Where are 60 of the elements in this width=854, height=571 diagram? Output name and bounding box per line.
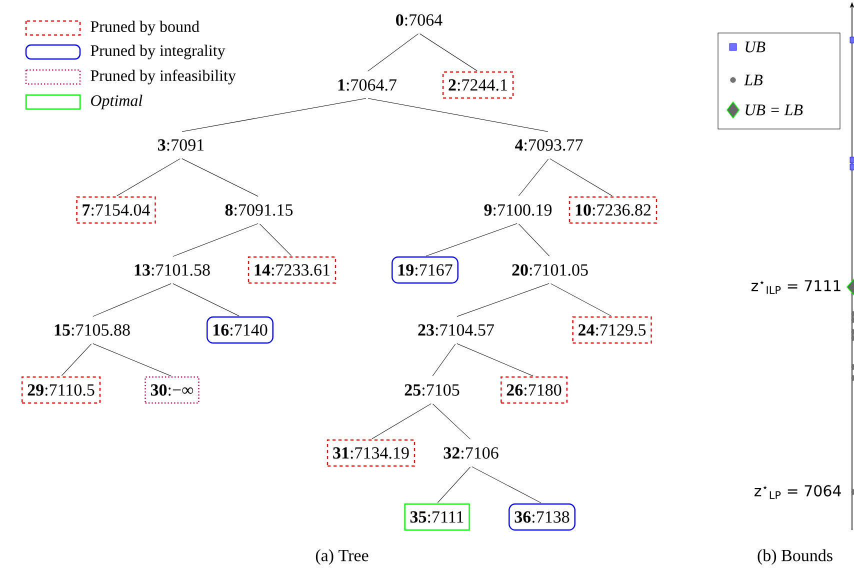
tree-edge [368, 98, 548, 132]
bound-label: z$^{⋆}$$_{ILP}$ = 7111 [751, 280, 840, 294]
tree-edge [432, 404, 471, 440]
pruned-bound-box: 7:7154.04 [76, 196, 156, 224]
pruned-infeasibility-box: 30:−∞ [144, 376, 200, 404]
tree-edge [432, 344, 456, 376]
tree-edge [172, 223, 258, 257]
tree-edge [437, 466, 471, 503]
node-label: 8:7091.15 [225, 204, 293, 216]
tree-edge [456, 343, 534, 376]
tree-edge [420, 34, 478, 72]
tree-edge [172, 283, 240, 316]
tree-edge [372, 403, 432, 440]
tree-edge [182, 158, 258, 197]
pruned-bound-box: 10:7236.82 [568, 196, 658, 224]
tree-edge [182, 98, 366, 132]
node-label: 9:7100.19 [484, 204, 552, 216]
tree-edge [116, 158, 180, 196]
pruned-integrality-box: 16:7140 [206, 316, 274, 344]
legend-label: Pruned by integrality [90, 44, 226, 60]
node-label: 4:7093.77 [515, 139, 583, 151]
node-label: 0:7064 [396, 14, 442, 26]
pruned-bound-box: 14:7233.61 [248, 256, 336, 284]
tree-edge [472, 466, 542, 504]
tree-edge [61, 344, 92, 376]
tree-edge [259, 224, 292, 256]
tree-edge [456, 283, 550, 317]
tree-edge [550, 283, 612, 316]
subfigure-caption: (a) Tree [316, 549, 368, 565]
node-label: 13:7101.58 [134, 264, 210, 276]
tree-edge [368, 34, 418, 72]
legend-label: Pruned by bound [90, 20, 200, 36]
legend-label: LB [744, 74, 763, 86]
node-label: 20:7101.05 [512, 264, 588, 276]
tree-edge [426, 223, 518, 256]
pruned-bound-box: 29:7110.5 [21, 376, 101, 404]
pruned-integrality-box: 19:7167 [392, 256, 458, 284]
legend-label: UB [746, 42, 766, 52]
pruned-integrality-box: 36:7138 [508, 503, 576, 531]
pruned-bound-box: 26:7180 [500, 376, 568, 404]
node-label: 32:7106 [444, 447, 498, 459]
legend-label: UB = LB [746, 104, 803, 116]
tree-edge [518, 224, 550, 256]
node-label: 15:7105.88 [54, 324, 130, 336]
node-label: 1:7064.7 [338, 79, 396, 91]
tree-edge [518, 158, 549, 196]
node-label: 25:7105 [404, 384, 460, 396]
subfigure-caption: (b) Bounds [758, 549, 832, 565]
legend-label: Optimal [91, 94, 142, 110]
optimal-box: 35:7111 [404, 503, 470, 531]
node-label: 3:7091 [158, 139, 204, 151]
tree-edge [550, 158, 612, 196]
legend-label: Pruned by infeasibility [90, 70, 236, 84]
pruned-bound-box: 31:7134.19 [326, 439, 416, 467]
pruned-bound-box: 24:7129.5 [572, 316, 652, 344]
tree-edge [92, 343, 172, 376]
node-label: 23:7104.57 [418, 324, 494, 336]
bound-label: z$^{⋆}$$_{LP}$ = 7064 [754, 485, 841, 499]
tree-edge [92, 283, 172, 317]
pruned-bound-box: 2:7244.1 [442, 71, 514, 99]
